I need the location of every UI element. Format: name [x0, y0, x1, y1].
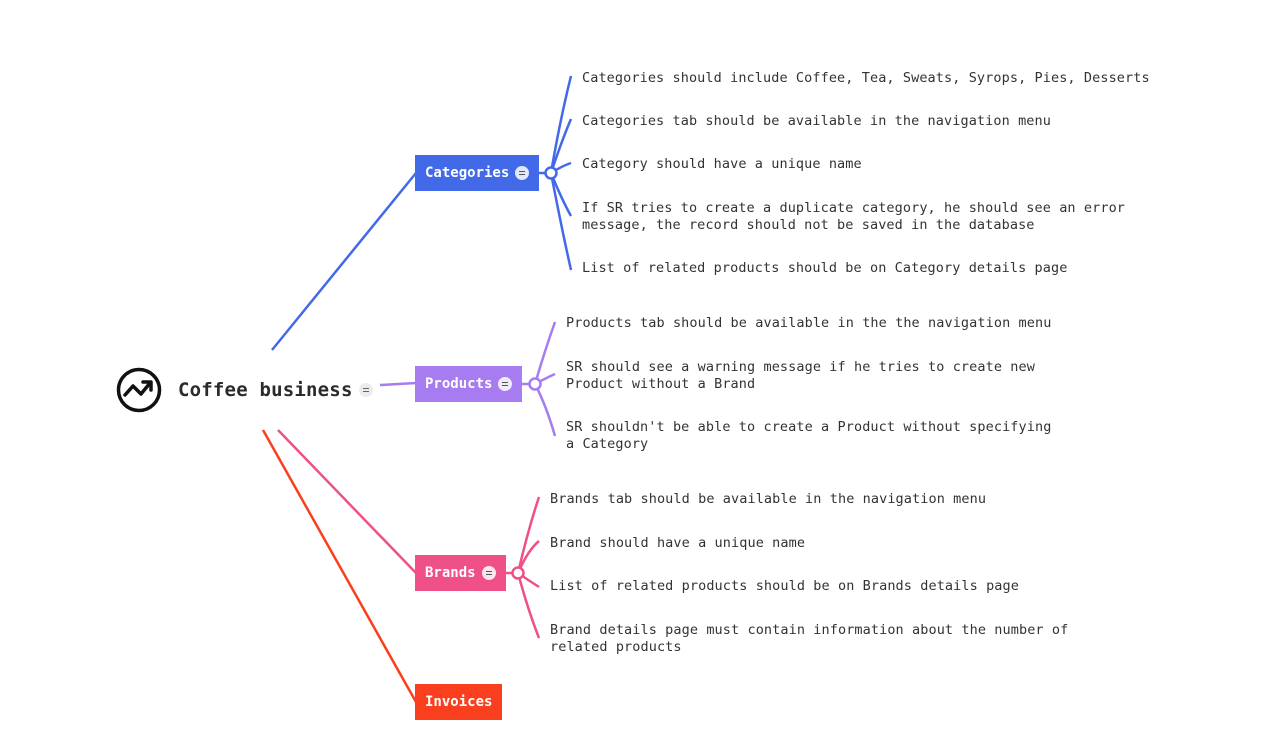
- root-node[interactable]: Coffee business: [116, 366, 373, 414]
- branch-products[interactable]: Products: [415, 366, 523, 402]
- note-icon[interactable]: [515, 166, 530, 180]
- brands-fan: [504, 496, 541, 639]
- brands-item-1[interactable]: Brands tab should be available in the na…: [550, 491, 987, 507]
- categories-item-2[interactable]: Categories tab should be available in th…: [582, 113, 1051, 129]
- connector-categories: [271, 172, 417, 351]
- connector-invoices: [261, 429, 418, 703]
- brands-item-3[interactable]: List of related products should be on Br…: [550, 578, 1019, 594]
- branch-products-label: Products: [425, 376, 493, 392]
- categories-item-5[interactable]: List of related products should be on Ca…: [582, 260, 1068, 276]
- branch-categories-label: Categories: [425, 165, 510, 181]
- brands-collapse-toggle[interactable]: [511, 566, 525, 580]
- branch-brands-label: Brands: [425, 565, 476, 581]
- branch-invoices[interactable]: Invoices: [415, 684, 503, 720]
- categories-fan: [536, 75, 573, 271]
- products-item-1[interactable]: Products tab should be available in the …: [566, 315, 1052, 331]
- branch-brands[interactable]: Brands: [415, 555, 506, 591]
- connector-brands: [277, 429, 417, 574]
- branch-categories[interactable]: Categories: [415, 155, 540, 191]
- trend-up-circle-icon: [116, 367, 162, 413]
- categories-item-4[interactable]: If SR tries to create a duplicate catego…: [582, 200, 1126, 233]
- products-collapse-toggle[interactable]: [528, 377, 542, 391]
- products-item-3[interactable]: SR shouldn't be able to create a Product…: [566, 419, 1052, 452]
- note-icon[interactable]: [481, 566, 496, 580]
- note-icon[interactable]: [358, 383, 373, 397]
- products-fan: [520, 321, 557, 437]
- branch-invoices-label: Invoices: [425, 694, 493, 710]
- root-title: Coffee business: [178, 379, 353, 401]
- categories-collapse-toggle[interactable]: [544, 166, 558, 180]
- brands-item-2[interactable]: Brand should have a unique name: [550, 535, 806, 551]
- products-item-2[interactable]: SR should see a warning message if he tr…: [566, 359, 1035, 392]
- note-icon[interactable]: [498, 377, 513, 391]
- categories-item-1[interactable]: Categories should include Coffee, Tea, S…: [582, 70, 1150, 86]
- connector-products: [379, 381, 417, 387]
- brands-item-4[interactable]: Brand details page must contain informat…: [550, 622, 1069, 655]
- categories-item-3[interactable]: Category should have a unique name: [582, 156, 862, 172]
